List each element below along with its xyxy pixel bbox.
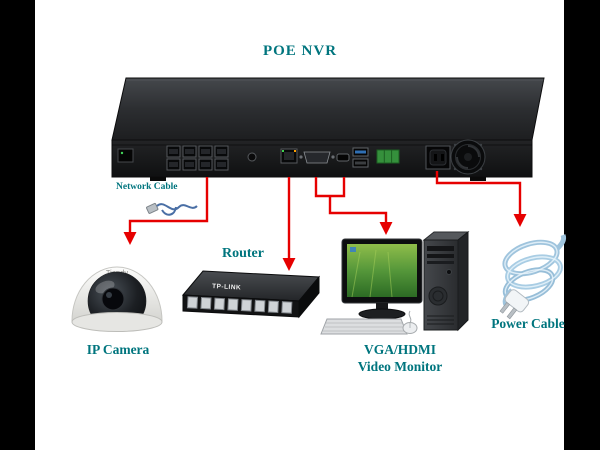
ip-camera-device: Tiandy (71, 266, 163, 332)
left-black-bar (0, 0, 35, 450)
power-cable-coil (499, 234, 567, 320)
power-plug (499, 289, 530, 320)
monitor-base (358, 308, 406, 320)
router-brand-label: TP-LINK (212, 283, 241, 292)
video-monitor-label: VGA/HDMI Video Monitor (336, 342, 464, 376)
nvr-power-inlet (425, 145, 451, 170)
diagram-title: POE NVR (262, 43, 338, 59)
arrow-to-monitor (328, 196, 393, 235)
router-ports (186, 296, 293, 314)
nvr-foot (470, 177, 486, 181)
nvr-usb-ports (352, 147, 369, 168)
ip-camera-label: IP Camera (86, 342, 150, 357)
nvr-fan (450, 139, 486, 175)
tower-power-button (446, 269, 452, 275)
router-label: Router (222, 246, 264, 261)
nvr-hdmi-port (336, 153, 350, 162)
monitor-stand (376, 303, 388, 312)
nvr-device (111, 77, 545, 181)
video-monitor-label-line2: Video Monitor (357, 358, 443, 374)
keyboard (320, 318, 408, 335)
network-cable-label: Network Cable (116, 182, 178, 192)
desktop-tower (422, 230, 470, 332)
right-black-bar (564, 0, 600, 450)
nvr-status-display (117, 148, 134, 163)
video-monitor-label-line1: VGA/HDMI (364, 342, 436, 357)
power-cable-label: Power Cable (491, 316, 565, 331)
router-device: TP-LINK (181, 270, 321, 319)
nvr-foot (150, 177, 166, 181)
mouse (402, 310, 418, 334)
nvr-poe-ethernet-ports (166, 145, 229, 171)
camera-lens (101, 287, 125, 311)
connection-arrows (123, 171, 527, 271)
nvr-alarm-terminal (376, 149, 400, 164)
nvr-lan-port (280, 148, 298, 164)
arrow-to-power-cable (435, 171, 527, 227)
network-cable-icon (146, 202, 198, 216)
nvr-vga-port (299, 151, 335, 164)
tower-drive-bay (427, 254, 454, 258)
monitor-screen (347, 244, 417, 297)
camera-base-ring (71, 312, 163, 332)
arrow-bracket-vga-hdmi (314, 177, 346, 198)
arrow-to-ip-camera (123, 177, 209, 245)
nvr-audio-knob (247, 152, 257, 162)
monitor-device (341, 238, 423, 320)
tower-drive-bay (427, 246, 454, 251)
